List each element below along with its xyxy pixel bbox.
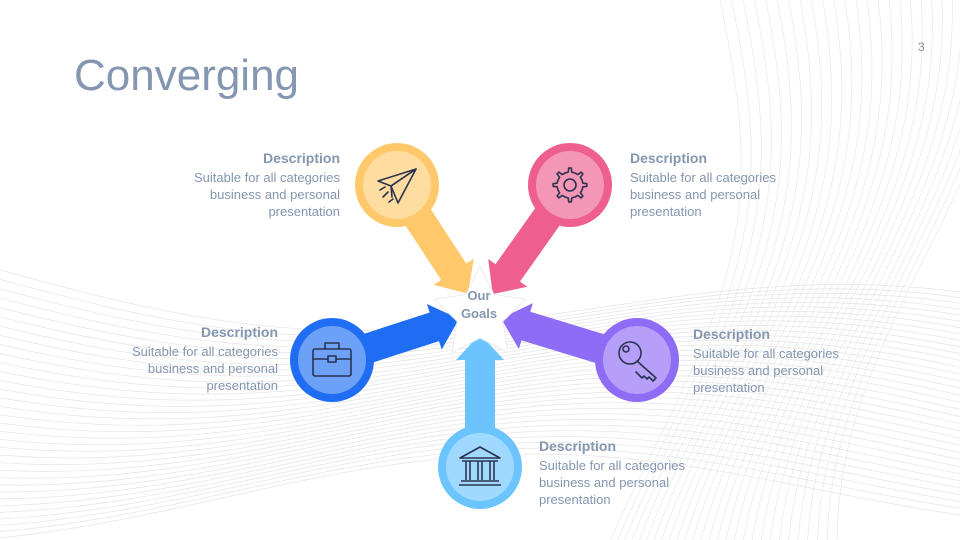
description-heading: Description <box>262 150 340 166</box>
description-heading: Description <box>539 438 617 454</box>
description-heading: Description <box>693 326 771 342</box>
gear-icon <box>552 167 588 203</box>
description-heading: Description <box>200 324 278 340</box>
briefcase-icon <box>312 342 352 377</box>
key-icon <box>618 341 657 382</box>
description-body: Suitable for all categories business and… <box>194 170 340 219</box>
circle-top-left <box>355 143 439 227</box>
center-label: Our Goals <box>460 288 498 321</box>
page-number: 3 <box>918 40 925 54</box>
description-body: Suitable for all categories business and… <box>693 346 839 395</box>
description-heading: Description <box>630 150 708 166</box>
paper-plane-icon <box>377 168 417 204</box>
description-left: Description Suitable for all categories … <box>38 324 278 394</box>
description-right: Description Suitable for all categories … <box>693 326 933 396</box>
circle-top-right <box>528 143 612 227</box>
center-star <box>433 264 527 354</box>
description-body: Suitable for all categories business and… <box>539 458 685 507</box>
bank-icon <box>459 446 501 486</box>
description-top-right: Description Suitable for all categories … <box>630 150 870 220</box>
circle-bottom <box>438 425 522 509</box>
description-body: Suitable for all categories business and… <box>132 344 278 393</box>
slide-title: Converging <box>74 51 300 100</box>
circle-left <box>290 318 374 402</box>
description-bottom: Description Suitable for all categories … <box>539 438 779 508</box>
description-top-left: Description Suitable for all categories … <box>100 150 340 220</box>
description-body: Suitable for all categories business and… <box>630 170 776 219</box>
circle-right <box>595 318 679 402</box>
